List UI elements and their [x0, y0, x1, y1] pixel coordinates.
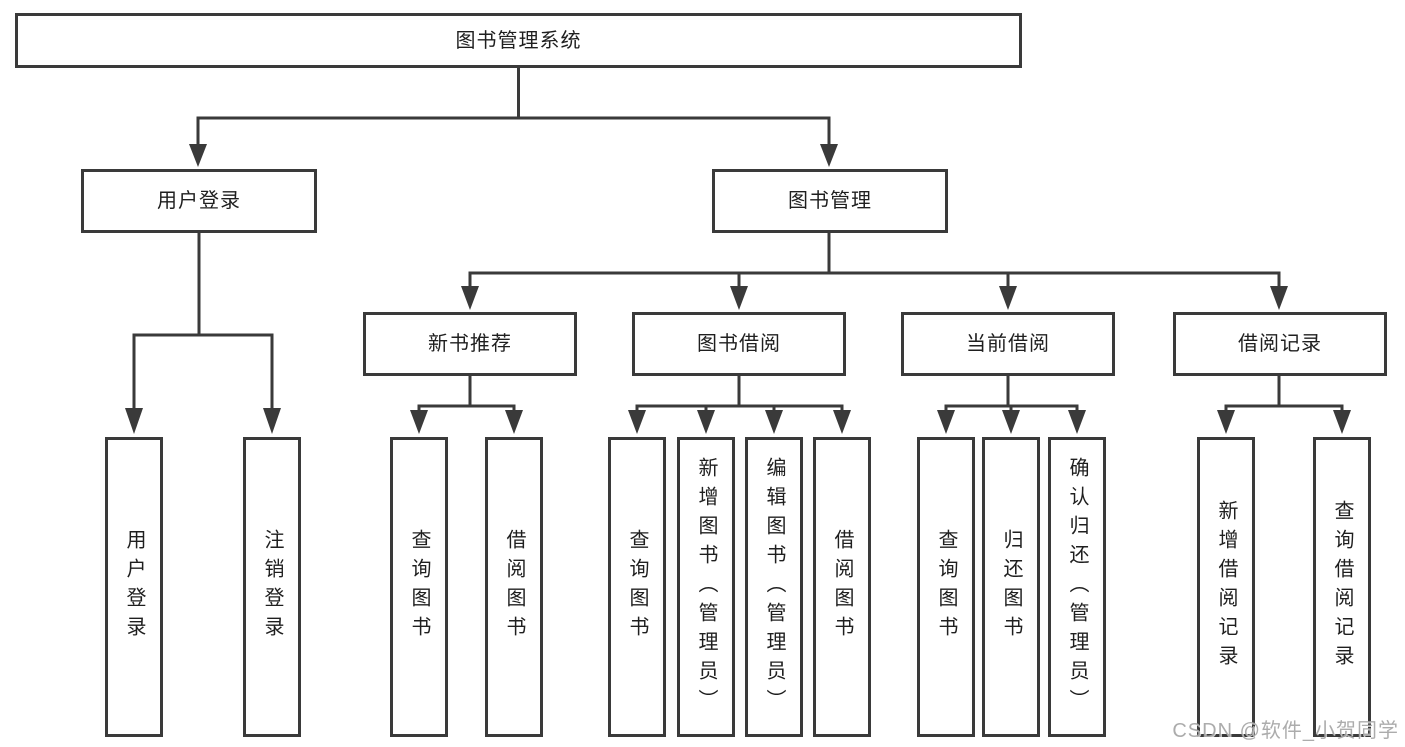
node-current-borrowing-label: 当前借阅	[966, 333, 1050, 355]
node-borrowing-records: 借阅记录	[1173, 312, 1387, 376]
node-current-borrowing: 当前借阅	[901, 312, 1115, 376]
leaf-borrow-books-borrowing-label: 借阅图书	[831, 529, 853, 645]
leaf-logout-label: 注销登录	[261, 529, 283, 645]
leaf-query-borrow-record: 查询借阅记录	[1313, 437, 1371, 737]
node-new-book-recommendation-label: 新书推荐	[428, 333, 512, 355]
leaf-borrow-books-borrowing: 借阅图书	[813, 437, 871, 737]
leaf-query-books-borrowing-label: 查询图书	[626, 529, 648, 645]
leaf-logout: 注销登录	[243, 437, 301, 737]
leaf-query-books-borrowing: 查询图书	[608, 437, 666, 737]
leaf-confirm-return-admin-label: 确认归还（管理员）	[1066, 456, 1088, 718]
node-user-login-label: 用户登录	[157, 190, 241, 212]
leaf-add-borrow-record: 新增借阅记录	[1197, 437, 1255, 737]
leaf-add-books-admin: 新增图书（管理员）	[677, 437, 735, 737]
leaf-query-books-recommend: 查询图书	[390, 437, 448, 737]
leaf-user-login: 用户登录	[105, 437, 163, 737]
leaf-edit-books-admin: 编辑图书（管理员）	[745, 437, 803, 737]
node-new-book-recommendation: 新书推荐	[363, 312, 577, 376]
node-book-borrowing-label: 图书借阅	[697, 333, 781, 355]
node-user-login: 用户登录	[81, 169, 317, 233]
leaf-query-books-recommend-label: 查询图书	[408, 529, 430, 645]
leaf-borrow-books-recommend-label: 借阅图书	[503, 529, 525, 645]
leaf-user-login-label: 用户登录	[123, 529, 145, 645]
node-borrowing-records-label: 借阅记录	[1238, 333, 1322, 355]
leaf-confirm-return-admin: 确认归还（管理员）	[1048, 437, 1106, 737]
leaf-add-books-admin-label: 新增图书（管理员）	[695, 456, 717, 718]
leaf-return-books-label: 归还图书	[1000, 529, 1022, 645]
node-book-management-label: 图书管理	[788, 190, 872, 212]
node-system-root-label: 图书管理系统	[455, 29, 582, 52]
node-system-root: 图书管理系统	[15, 13, 1022, 68]
leaf-return-books: 归还图书	[982, 437, 1040, 737]
leaf-borrow-books-recommend: 借阅图书	[485, 437, 543, 737]
leaf-edit-books-admin-label: 编辑图书（管理员）	[763, 456, 785, 718]
watermark: CSDN @软件_小贺同学	[1172, 720, 1399, 742]
node-book-management: 图书管理	[712, 169, 948, 233]
node-book-borrowing: 图书借阅	[632, 312, 846, 376]
leaf-add-borrow-record-label: 新增借阅记录	[1215, 500, 1237, 674]
leaf-query-borrow-record-label: 查询借阅记录	[1331, 500, 1353, 674]
leaf-query-books-current: 查询图书	[917, 437, 975, 737]
leaf-query-books-current-label: 查询图书	[935, 529, 957, 645]
